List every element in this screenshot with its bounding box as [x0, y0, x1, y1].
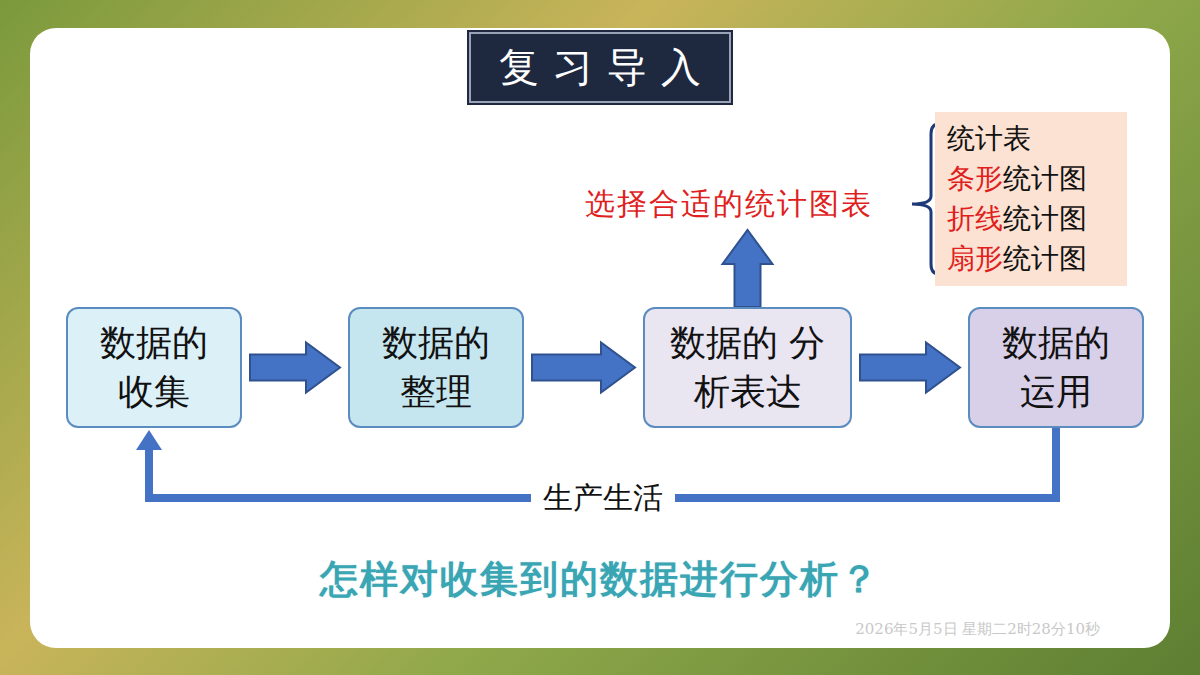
flow-arrow — [860, 343, 960, 393]
list-line: 条形统计图 — [947, 159, 1087, 199]
list-item: 扇形 — [947, 242, 1003, 275]
list-item: 条形 — [947, 162, 1003, 195]
step-text: 数据的 运用 — [980, 319, 1132, 416]
list-item: 统计图 — [1003, 202, 1087, 235]
list-line: 统计表 — [947, 119, 1031, 159]
list-item: 统计图 — [1003, 242, 1087, 275]
process-box: 数据的 分析表达 — [643, 307, 852, 428]
list-item: 折线 — [947, 202, 1003, 235]
heading-text: 选择合适的统计图表 — [585, 184, 873, 225]
caption-question: 怎样对收集到的数据进行分析？ — [320, 554, 880, 605]
list-line: 扇形统计图 — [947, 239, 1087, 279]
edge-label: 生产生活 — [531, 478, 675, 519]
list-line: 折线统计图 — [947, 199, 1087, 239]
flow-arrow — [532, 343, 635, 393]
red-heading: 选择合适的统计图表 — [548, 182, 910, 226]
flow-arrow — [723, 230, 773, 307]
process-box: 数据的 收集 — [66, 307, 242, 428]
list-item: 统计图 — [1003, 162, 1087, 195]
process-box: 数据的 整理 — [348, 307, 524, 428]
chart-list-box: 统计表条形统计图折线统计图扇形统计图 — [935, 112, 1127, 286]
step-text: 数据的 整理 — [360, 319, 512, 416]
flow-arrow — [250, 343, 340, 393]
list-item: 统计表 — [947, 122, 1031, 155]
timestamp-watermark: 2026年5月5日 星期二2时28分10秒 — [855, 620, 1100, 639]
slide-title: 复习导入 — [469, 32, 731, 103]
step-text: 数据的 分析表达 — [655, 319, 840, 416]
step-text: 数据的 收集 — [78, 319, 230, 416]
process-box: 数据的 运用 — [968, 307, 1144, 428]
